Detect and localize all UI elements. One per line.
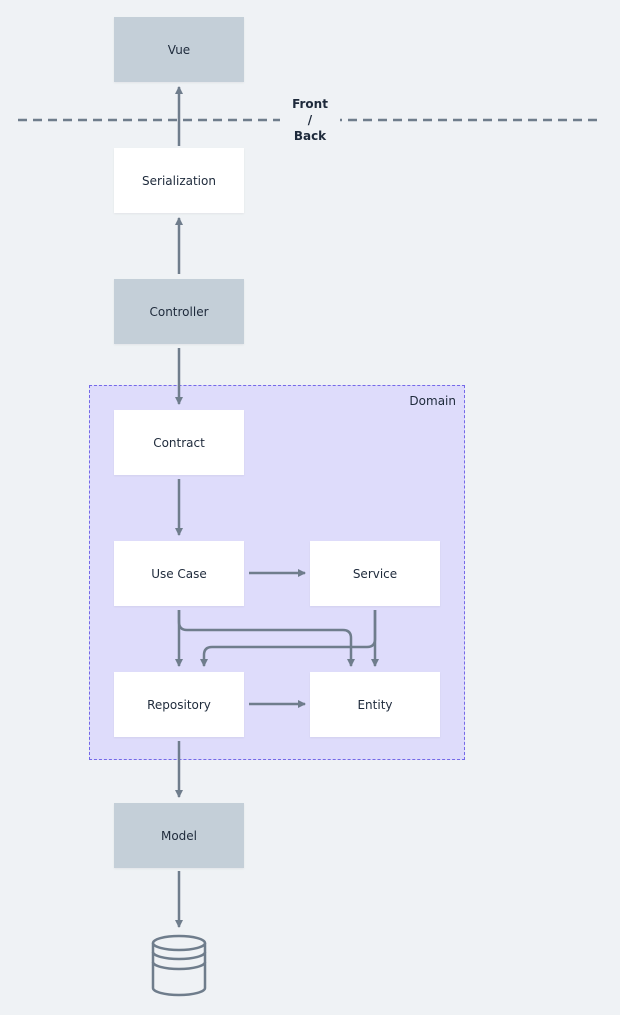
front-label: Front [292, 97, 328, 111]
controller-node: Controller [114, 279, 244, 344]
contract-node: Contract [114, 410, 244, 475]
domain-label: Domain [409, 394, 456, 408]
repository-node: Repository [114, 672, 244, 737]
use-case-node: Use Case [114, 541, 244, 606]
model-node: Model [114, 803, 244, 868]
database-icon [151, 934, 207, 997]
service-node: Service [310, 541, 440, 606]
arrow-service-to-repository [200, 610, 377, 667]
arrow-usecase-to-entity [177, 610, 355, 667]
entity-node: Entity [310, 672, 440, 737]
vue-node: Vue [114, 17, 244, 82]
back-label: Back [293, 129, 327, 143]
front-back-label: Front / Back [280, 96, 340, 144]
serialization-node: Serialization [114, 148, 244, 213]
slash-label: / [307, 113, 313, 127]
